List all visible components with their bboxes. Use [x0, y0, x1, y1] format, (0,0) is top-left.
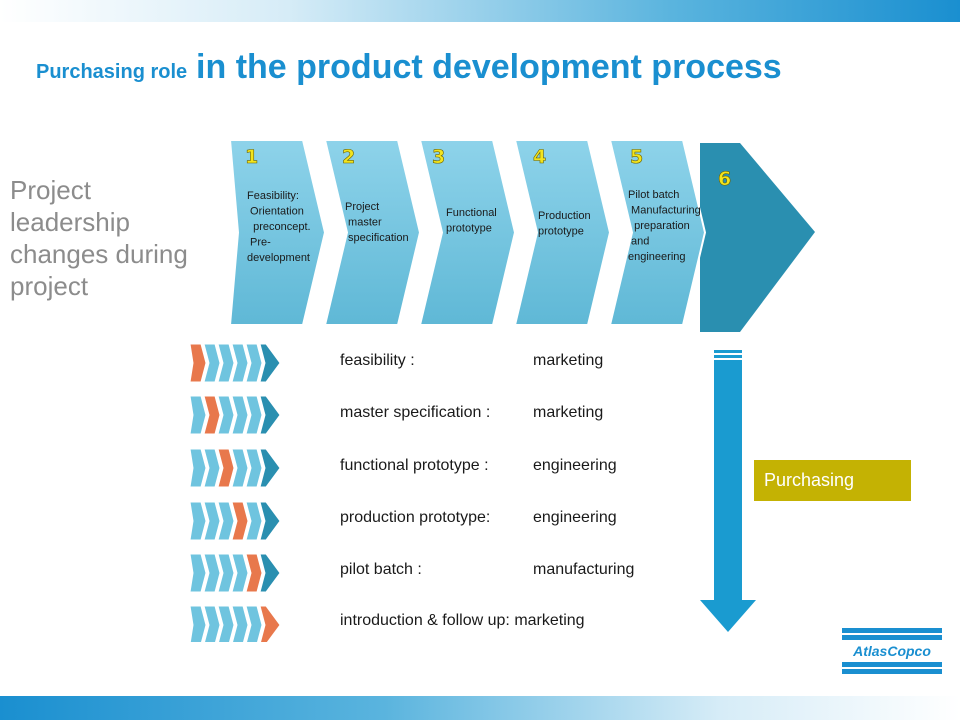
mini-indicator-row-5 — [190, 553, 281, 593]
responsibility-owner: marketing — [533, 352, 604, 369]
title-main: in the product development process — [196, 48, 782, 86]
responsibility-owner: engineering — [533, 509, 617, 526]
mini-phase-indicators — [190, 343, 281, 642]
mini-indicator-row-4 — [190, 501, 281, 541]
responsibility-phase: functional prototype : — [340, 457, 489, 474]
responsibility-phase: feasibility : — [340, 352, 415, 369]
mini-segment — [259, 553, 281, 593]
logo-wordmark: AtlasCopco — [852, 643, 931, 659]
responsibility-owner: manufacturing — [533, 561, 635, 578]
mini-segment — [203, 395, 221, 435]
leadership-text: Project leadership changes during projec… — [10, 175, 188, 301]
responsibility-phase: introduction & follow up: — [340, 612, 510, 629]
page-title: Purchasing role in the product developme… — [36, 48, 782, 87]
mini-segment — [259, 501, 281, 541]
mini-indicator-row-2 — [190, 395, 281, 435]
mini-segment — [259, 448, 281, 488]
phase-4-shape — [513, 139, 612, 326]
responsibility-owner: engineering — [533, 457, 617, 474]
mini-segment — [203, 605, 221, 642]
mini-segment — [245, 605, 263, 642]
mini-segment — [245, 395, 263, 435]
mini-segment — [190, 395, 207, 435]
mini-segment — [217, 501, 235, 541]
mini-indicator-row-3 — [190, 448, 281, 488]
mini-segment — [190, 343, 207, 383]
phase-5-shape — [608, 139, 707, 326]
responsibility-owner: marketing — [533, 404, 604, 421]
mini-segment — [203, 343, 221, 383]
responsibility-row: functional prototype : engineering — [340, 457, 680, 477]
phase-2-shape — [323, 139, 422, 326]
mini-segment — [217, 605, 235, 642]
phase-4-number: 4 — [533, 146, 546, 168]
responsibility-phase: production prototype: — [340, 509, 491, 526]
phase-5-label: Pilot batch Manufacturing preparation an… — [628, 189, 701, 263]
mini-segment — [190, 553, 207, 593]
mini-segment — [231, 395, 249, 435]
mini-segment — [245, 501, 263, 541]
phase-3-chevron — [418, 139, 517, 326]
mini-segment — [231, 343, 249, 383]
mini-indicator-row-6 — [190, 605, 281, 642]
mini-indicator-row-1 — [190, 343, 281, 383]
phase-6-number: 6 — [718, 168, 731, 190]
mini-segment — [203, 448, 221, 488]
responsibility-row: production prototype: engineering — [340, 509, 680, 529]
responsibility-row: feasibility : marketing — [340, 352, 680, 372]
title-prefix: Purchasing role — [36, 61, 188, 83]
phase-1-shape — [228, 139, 327, 326]
phase-4-chevron — [513, 139, 612, 326]
mini-segment — [259, 343, 281, 383]
mini-segment — [231, 553, 249, 593]
phase-6-arrow-shape — [700, 143, 815, 332]
responsibility-row: introduction & follow up: marketing — [340, 612, 680, 632]
phase-5-number: 5 — [630, 146, 643, 168]
phase-1-number: 1 — [245, 146, 258, 168]
atlas-copco-logo: AtlasCopco — [842, 628, 942, 674]
mini-segment — [217, 395, 235, 435]
responsibility-phase: pilot batch : — [340, 561, 422, 578]
mini-segment — [203, 553, 221, 593]
purchasing-label: Purchasing — [754, 460, 911, 501]
mini-segment — [217, 553, 235, 593]
responsibility-row: pilot batch : manufacturing — [340, 561, 680, 581]
mini-segment — [259, 605, 281, 642]
phase-1-label: Feasibility: Orientation preconcept. Pre… — [247, 190, 311, 264]
responsibility-owner: marketing — [514, 612, 585, 629]
mini-segment — [245, 553, 263, 593]
mini-segment — [259, 395, 281, 435]
mini-segment — [190, 605, 207, 642]
mini-segment — [217, 448, 235, 488]
mini-segment — [245, 343, 263, 383]
mini-segment — [190, 448, 207, 488]
purchasing-down-arrow — [700, 350, 756, 632]
mini-segment — [231, 501, 249, 541]
mini-segment — [231, 605, 249, 642]
phase-2-number: 2 — [342, 146, 355, 168]
bottom-gradient-bar — [0, 696, 960, 720]
phase-3-shape — [418, 139, 517, 326]
phase-2-chevron — [323, 139, 422, 326]
top-gradient-bar — [0, 0, 960, 22]
mini-segment — [245, 448, 263, 488]
responsibility-row: master specification : marketing — [340, 404, 680, 424]
phase-2-label: Project master specification — [345, 201, 409, 244]
responsibility-phase: master specification : — [340, 404, 491, 421]
mini-segment — [190, 501, 207, 541]
phase-3-number: 3 — [432, 146, 445, 168]
phase-5-chevron — [608, 139, 707, 326]
phase-1-chevron — [228, 139, 327, 326]
mini-segment — [217, 343, 235, 383]
mini-segment — [203, 501, 221, 541]
mini-segment — [231, 448, 249, 488]
